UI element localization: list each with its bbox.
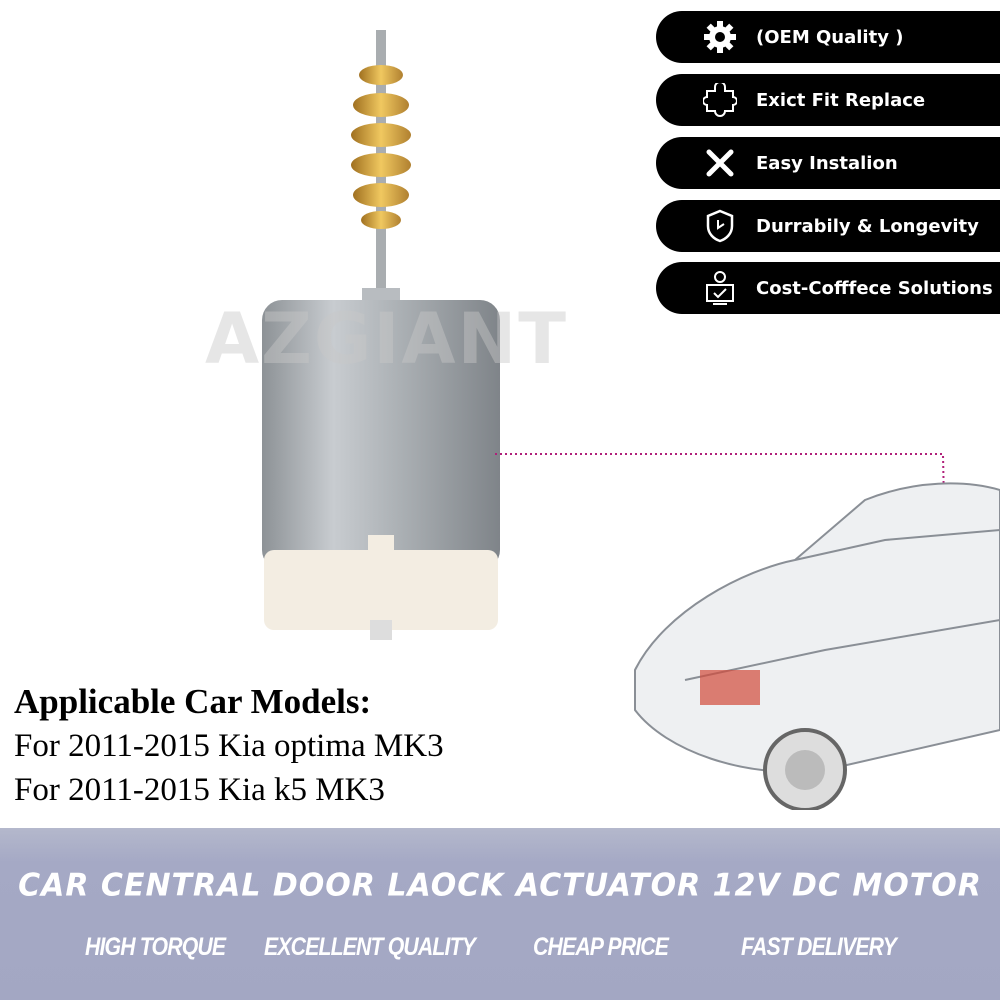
feature-label: Durrabily & Longevity (756, 215, 979, 237)
banner-tag: HIGH TORQUE (85, 933, 226, 961)
bottom-banner: CAR CENTRAL DOOR LAOCK ACTUATOR 12V DC M… (0, 828, 1000, 1000)
shield-icon (700, 206, 740, 246)
feature-easy-installation: Easy Instalion (656, 137, 1000, 189)
feature-exact-fit: Exict Fit Replace (656, 74, 1000, 126)
applicable-models: Applicable Car Models: For 2011-2015 Kia… (14, 680, 444, 812)
monitor-dollar-icon (700, 268, 740, 308)
feature-label: Easy Instalion (756, 152, 898, 174)
banner-tag: EXCELLENT QUALITY (264, 933, 476, 961)
models-title: Applicable Car Models: (14, 682, 372, 721)
feature-label: (OEM Quality ) (756, 26, 904, 48)
banner-tag: CHEAP PRICE (533, 933, 669, 961)
car-xray-image (634, 482, 1000, 810)
watermark: AZGIANT (205, 298, 568, 380)
feature-cost-effective: Cost-Cofffece Solutions (656, 262, 1000, 314)
feature-oem-quality: (OEM Quality ) (656, 11, 1000, 63)
feature-durability: Durrabily & Longevity (656, 200, 1000, 252)
feature-label: Cost-Cofffece Solutions (756, 277, 993, 299)
feature-label: Exict Fit Replace (756, 89, 926, 111)
gear-icon (700, 17, 740, 57)
banner-title: CAR CENTRAL DOOR LAOCK ACTUATOR 12V DC M… (18, 867, 982, 904)
dc-motor-image (262, 30, 500, 640)
puzzle-icon (700, 80, 740, 120)
banner-tag: FAST DELIVERY (741, 933, 897, 961)
model-line: For 2011-2015 Kia optima MK3 (14, 728, 444, 764)
tools-icon (700, 143, 740, 183)
model-line: For 2011-2015 Kia k5 MK3 (14, 772, 385, 808)
